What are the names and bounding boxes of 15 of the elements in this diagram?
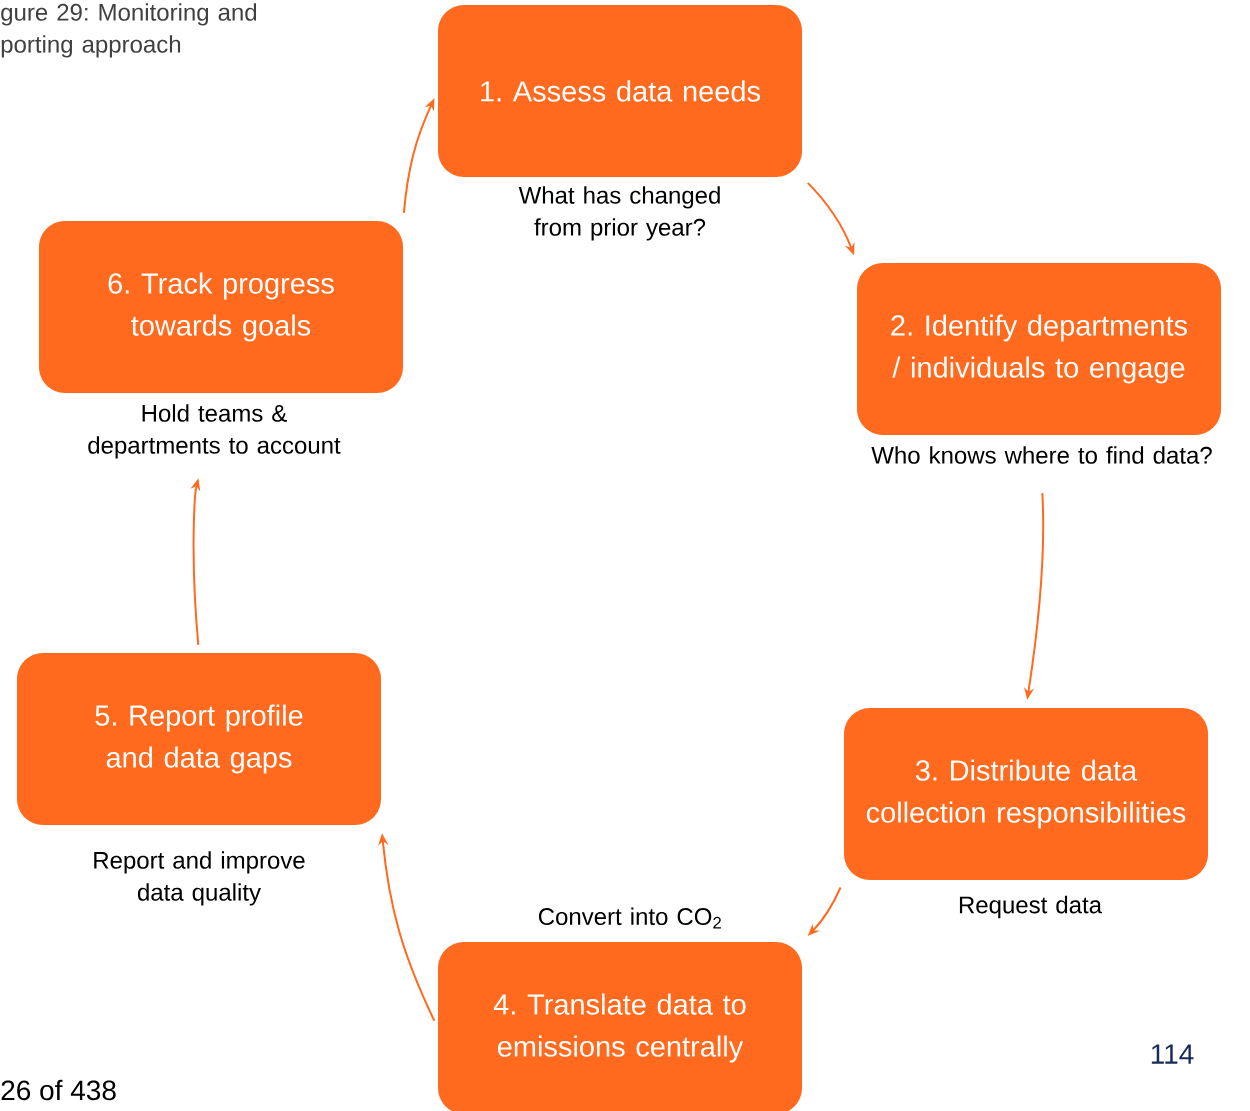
process-box: 1. Assess data needs xyxy=(438,5,802,177)
step-caption: Report and improve data quality xyxy=(94,851,305,906)
page-number: 114 xyxy=(1151,1044,1194,1064)
step-caption: Request data xyxy=(959,895,1103,919)
process-box: 2. Identify departments / individuals to engage xyxy=(857,263,1221,435)
process-box: 3. Distribute data collection responsibilities xyxy=(844,708,1208,880)
step-caption: What has changed from prior year? xyxy=(518,186,720,241)
step-caption: Hold teams & departments to account xyxy=(88,404,341,459)
process-box: 4. Translate data to emissions centrally xyxy=(438,942,802,1111)
step-caption: Convert into CO$_{2}$ xyxy=(538,907,721,929)
process-box: 6. Track progress towards goals xyxy=(39,221,403,393)
page-number: 26 of 438 xyxy=(1,1079,116,1101)
process-box: 5. Report profile and data gaps xyxy=(17,653,381,825)
figure-title: gure 29: Monitoring and porting approach xyxy=(1,3,257,58)
step-caption: Who knows where to find data? xyxy=(871,446,1212,464)
